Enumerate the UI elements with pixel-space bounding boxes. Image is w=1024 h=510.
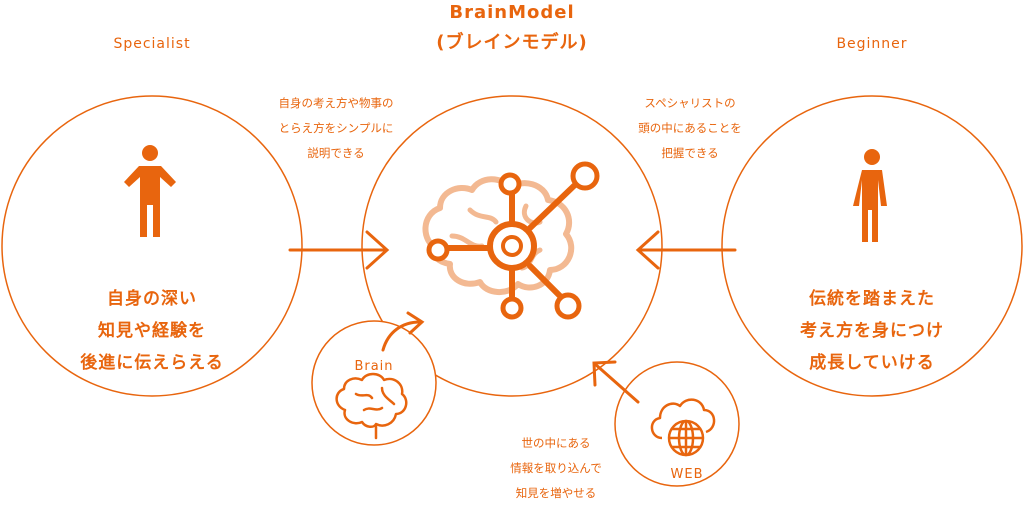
specialist-person-icon	[124, 145, 176, 237]
note-left: 自身の考え方や物事の とらえ方をシンプルに 説明できる	[246, 91, 426, 166]
note-right: スペシャリストの 頭の中にあることを 把握できる	[600, 91, 780, 166]
note-right-line1: スペシャリストの	[644, 96, 736, 110]
arrow-web-to-model	[592, 360, 640, 404]
note-bottom: 世の中にある 情報を取り込んで 知見を増やせる	[476, 431, 636, 506]
arrow-model-to-beginner	[635, 230, 737, 270]
brain-icon	[335, 372, 408, 440]
arrow-brain-to-model	[381, 311, 425, 352]
brain-network-icon	[422, 161, 600, 320]
diagram-subtitle: (ブレインモデル)	[436, 32, 588, 53]
specialist-circle	[1, 95, 303, 397]
web-bubble-label: WEB	[670, 467, 704, 482]
brain-bubble-circle	[311, 320, 437, 446]
note-left-line2: とらえ方をシンプルに	[278, 121, 394, 135]
beginner-person-icon	[853, 149, 887, 242]
beginner-desc-line3: 成長していける	[809, 353, 935, 373]
specialist-desc-line3: 後進に伝えらえる	[80, 353, 224, 373]
note-left-line1: 自身の考え方や物事の	[278, 96, 394, 110]
note-bottom-line3: 知見を増やせる	[515, 486, 597, 500]
specialist-desc-line1: 自身の深い	[107, 289, 197, 309]
beginner-desc-line1: 伝統を踏まえた	[809, 289, 935, 309]
beginner-circle	[721, 95, 1023, 397]
beginner-label: Beginner	[836, 36, 908, 52]
specialist-label: Specialist	[113, 36, 191, 52]
brain-bubble-label: Brain	[354, 359, 394, 374]
diagram-title: BrainModel	[449, 2, 575, 23]
note-bottom-line2: 情報を取り込んで	[510, 461, 602, 475]
specialist-desc-line2: 知見や経験を	[98, 321, 206, 341]
beginner-desc-line2: 考え方を身につけ	[800, 321, 944, 341]
brainmodel-circle	[361, 95, 663, 397]
note-right-line3: 把握できる	[661, 146, 719, 160]
globe-cloud-icon	[650, 398, 716, 457]
arrow-specialist-to-model	[288, 230, 390, 270]
note-right-line2: 頭の中にあることを	[638, 121, 742, 135]
note-left-line3: 説明できる	[307, 146, 365, 160]
note-bottom-line1: 世の中にある	[521, 436, 591, 450]
